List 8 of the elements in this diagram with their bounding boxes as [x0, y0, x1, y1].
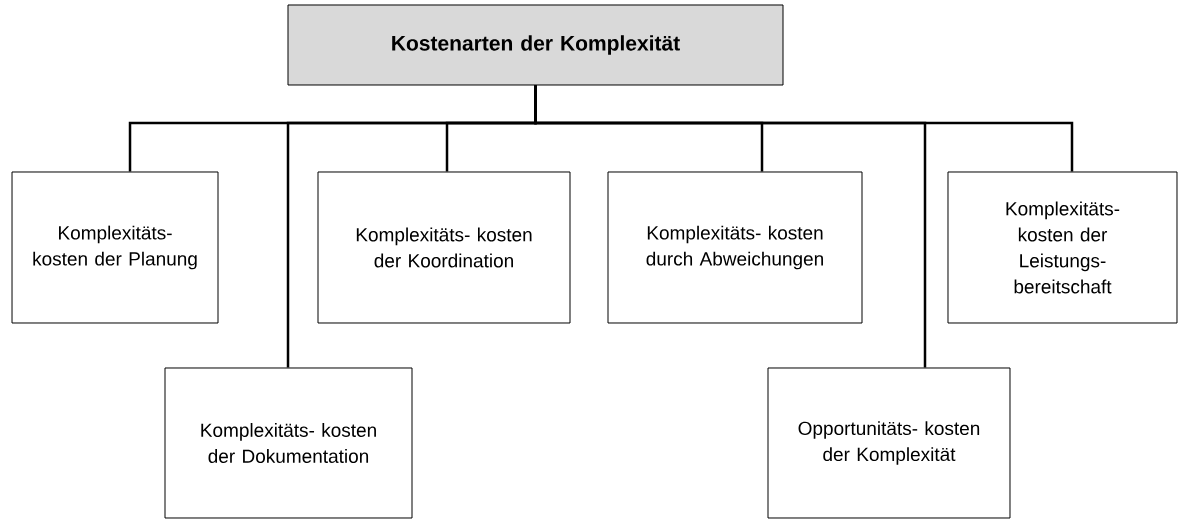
text-box: Komplexitäts- kosten der Koordination [317, 171, 571, 324]
text-box: Komplexitäts- kosten der Planung [11, 171, 219, 324]
heading-box: Kostenarten der Komplexität [287, 4, 784, 86]
text-box: Opportunitäts- kosten der Komplexität [767, 367, 1011, 519]
text-box: Komplexitäts- kosten der Leistungs- bereitschaft [947, 171, 1178, 324]
connector-line [534, 85, 1074, 172]
text-box: Komplexitäts- kosten durch Abweichungen [607, 171, 863, 324]
text-box: Komplexitäts- kosten der Dokumentation [164, 367, 413, 519]
